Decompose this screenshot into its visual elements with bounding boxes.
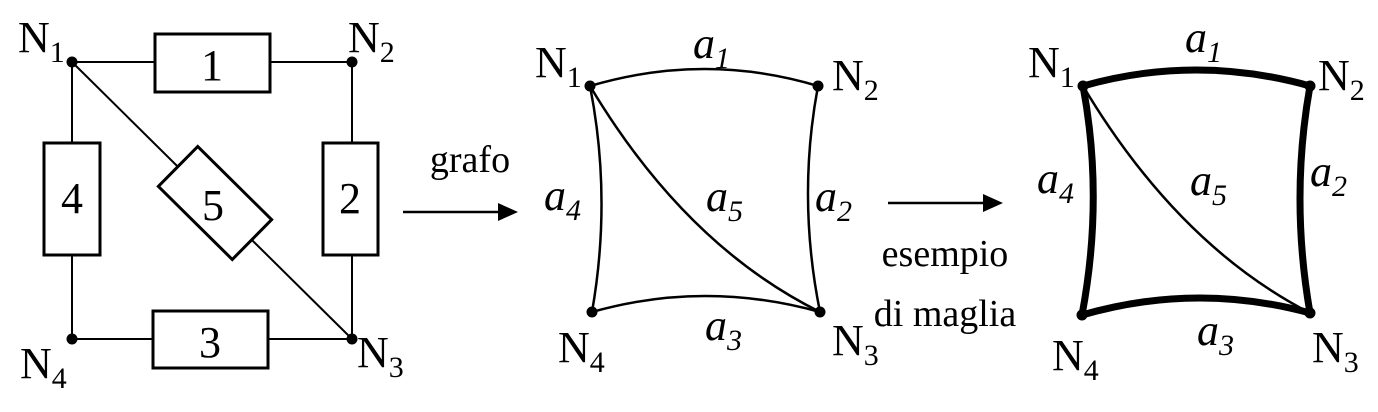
component-4-box bbox=[42, 141, 102, 257]
circuit-node-n3-dot bbox=[346, 333, 358, 345]
circuit-node-n4-label: N4 bbox=[20, 339, 67, 395]
graph-edge-a1-label: a1 bbox=[693, 19, 730, 75]
mesh-edge-a1 bbox=[1082, 66, 1311, 90]
component-1-box bbox=[153, 32, 272, 94]
component-3-label: 3 bbox=[199, 318, 221, 367]
graph-edge-a4-label: a4 bbox=[544, 171, 581, 227]
graph-node-n4-label: N4 bbox=[558, 323, 605, 379]
component-4-label: 4 bbox=[61, 174, 83, 223]
graph-node-n2-dot bbox=[812, 80, 824, 92]
component-3-box bbox=[151, 309, 270, 370]
arrow-esempio-label-line2: di maglia bbox=[874, 293, 1017, 335]
graph-edge-a2-label: a2 bbox=[815, 172, 852, 228]
mesh-node-n4-dot bbox=[1076, 309, 1088, 321]
component-5-box bbox=[156, 144, 274, 262]
arrow-grafo-head bbox=[498, 203, 518, 221]
circuit-node-n2-label: N2 bbox=[348, 13, 395, 69]
graph-node-n1-label: N1 bbox=[535, 38, 582, 94]
graph-node-n2-label: N2 bbox=[832, 51, 879, 107]
mesh-edge-a5-label: a5 bbox=[1190, 156, 1227, 212]
component-2-box bbox=[321, 141, 380, 257]
circuit-node-n1-label: N1 bbox=[18, 13, 65, 69]
mesh-node-n4-label: N4 bbox=[1052, 331, 1099, 387]
graph-node-n3-dot bbox=[814, 306, 826, 318]
mesh-node-dots bbox=[1076, 80, 1316, 321]
component-2-label: 2 bbox=[339, 174, 361, 223]
circuit-diagram bbox=[42, 32, 380, 370]
graph-edge-a1 bbox=[589, 67, 819, 88]
mesh-edge-a4 bbox=[1078, 85, 1097, 316]
mesh-node-n1-dot bbox=[1077, 80, 1089, 92]
mesh-node-n2-label: N2 bbox=[1318, 51, 1365, 107]
mesh-diagram bbox=[1078, 66, 1314, 319]
circuit-node-dots bbox=[66, 56, 358, 345]
arrow-esempio-label-line1: esempio bbox=[882, 233, 1009, 275]
mesh-edge-a4-label: a4 bbox=[1037, 154, 1074, 210]
component-1-label: 1 bbox=[201, 41, 223, 90]
mesh-edge-a2-label: a2 bbox=[1310, 147, 1347, 203]
arrow-esempio-head bbox=[983, 194, 1003, 212]
component-5-label: 5 bbox=[202, 181, 224, 230]
mesh-edge-a3-label: a3 bbox=[1197, 306, 1234, 362]
graph-edge-a3 bbox=[591, 294, 821, 314]
graph-node-n4-dot bbox=[586, 306, 598, 318]
mesh-node-n1-label: N1 bbox=[1028, 38, 1075, 94]
graph-edge-a2 bbox=[806, 85, 822, 313]
circuit-node-n2-dot bbox=[346, 56, 358, 68]
mesh-edge-a2 bbox=[1296, 85, 1314, 314]
circuit-node-n4-dot bbox=[66, 333, 78, 345]
arrow-grafo-label: grafo bbox=[430, 139, 510, 181]
arrow-esempio bbox=[888, 194, 1003, 212]
mesh-node-n3-dot bbox=[1304, 307, 1316, 319]
mesh-edge-a5 bbox=[1081, 85, 1311, 315]
mesh-edge-a3 bbox=[1081, 294, 1311, 319]
mesh-node-n3-label: N3 bbox=[1312, 323, 1359, 379]
graph-edge-a4 bbox=[588, 85, 603, 313]
graph-edge-a5-label: a5 bbox=[706, 172, 743, 228]
graph-node-n3-label: N3 bbox=[832, 316, 879, 372]
circuit-node-n1-dot bbox=[66, 56, 78, 68]
graph-node-n1-dot bbox=[584, 80, 596, 92]
mesh-edge-a1-label: a1 bbox=[1185, 13, 1222, 69]
mesh-node-n2-dot bbox=[1304, 80, 1316, 92]
graph-node-dots bbox=[584, 80, 826, 318]
circuit-node-n3-label: N3 bbox=[357, 328, 404, 384]
graph-edge-a3-label: a3 bbox=[705, 301, 742, 357]
arrow-grafo bbox=[403, 203, 518, 221]
graph-edge-a5 bbox=[588, 85, 821, 314]
graph-diagram bbox=[588, 67, 822, 314]
